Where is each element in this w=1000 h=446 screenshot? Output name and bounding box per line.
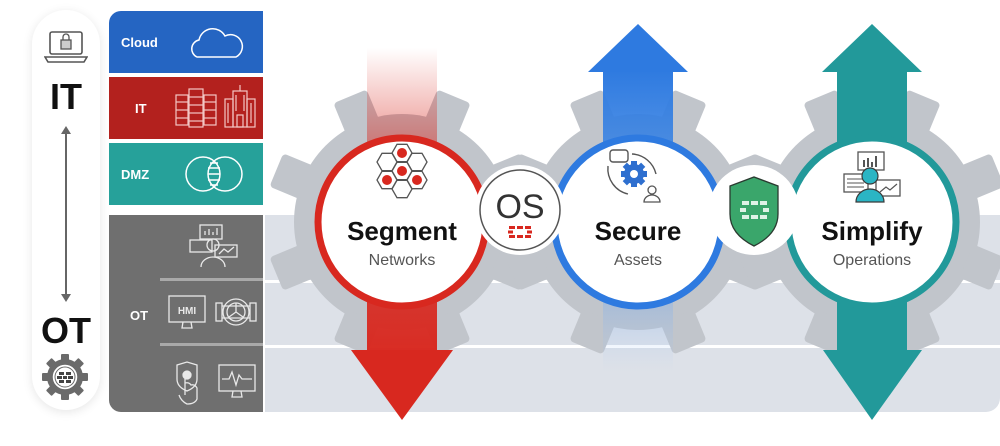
server-rack-icon: [175, 88, 217, 128]
fortinet-shield-icon: [729, 176, 779, 247]
pillar-title-segment: Segment: [347, 216, 457, 246]
pillar-subtitle-secure: Assets: [614, 252, 662, 269]
hmi-monitor-icon: HMI: [168, 295, 206, 329]
fortinet-logo-icon: [508, 226, 532, 238]
layer-ot: OT HMI: [109, 215, 263, 412]
layer-dmz: DMZ: [109, 143, 263, 205]
secure-arrow-head-up: [588, 24, 688, 72]
ot-label: OT: [41, 310, 91, 351]
operator-dashboard-icon: [843, 151, 901, 203]
layer-label-ot: OT: [130, 308, 149, 323]
layer-label-it: IT: [135, 100, 147, 116]
venn-overlap-icon: [185, 156, 243, 192]
laptop-lock-icon: [44, 31, 88, 63]
valve-icon: [215, 298, 257, 326]
cloud-icon: [191, 28, 244, 58]
layer-cloud: Cloud: [109, 11, 263, 73]
os-connector: [475, 165, 565, 255]
simplify-arrow-head-down: [823, 350, 922, 420]
ot-divider: [160, 278, 263, 281]
gear-fortinet-icon: [42, 354, 88, 400]
segment-arrow-head-down: [351, 350, 453, 420]
layer-label-dmz: DMZ: [121, 166, 150, 182]
layer-label-cloud: Cloud: [121, 34, 158, 50]
pillar-subtitle-segment: Networks: [369, 252, 436, 269]
os-connector-label: OS: [495, 188, 544, 226]
building-icon: [224, 85, 256, 128]
operator-dashboard-icon: [189, 224, 238, 268]
ecg-monitor-icon: [218, 364, 256, 398]
pillar-title-secure: Secure: [595, 216, 682, 246]
gear-cycle-user-icon: [607, 149, 661, 203]
hmi-text: HMI: [178, 306, 197, 317]
pillar-title-simplify: Simplify: [821, 216, 923, 246]
simplify-arrow-head-up: [822, 24, 922, 72]
ot-divider: [160, 343, 263, 346]
it-label: IT: [50, 76, 82, 117]
pillar-subtitle-simplify: Operations: [833, 252, 911, 269]
vertical-double-arrow: [61, 126, 71, 302]
hexagon-network-icon: [376, 143, 428, 199]
shield-touch-icon: [176, 361, 198, 405]
layer-it: IT: [109, 77, 263, 139]
